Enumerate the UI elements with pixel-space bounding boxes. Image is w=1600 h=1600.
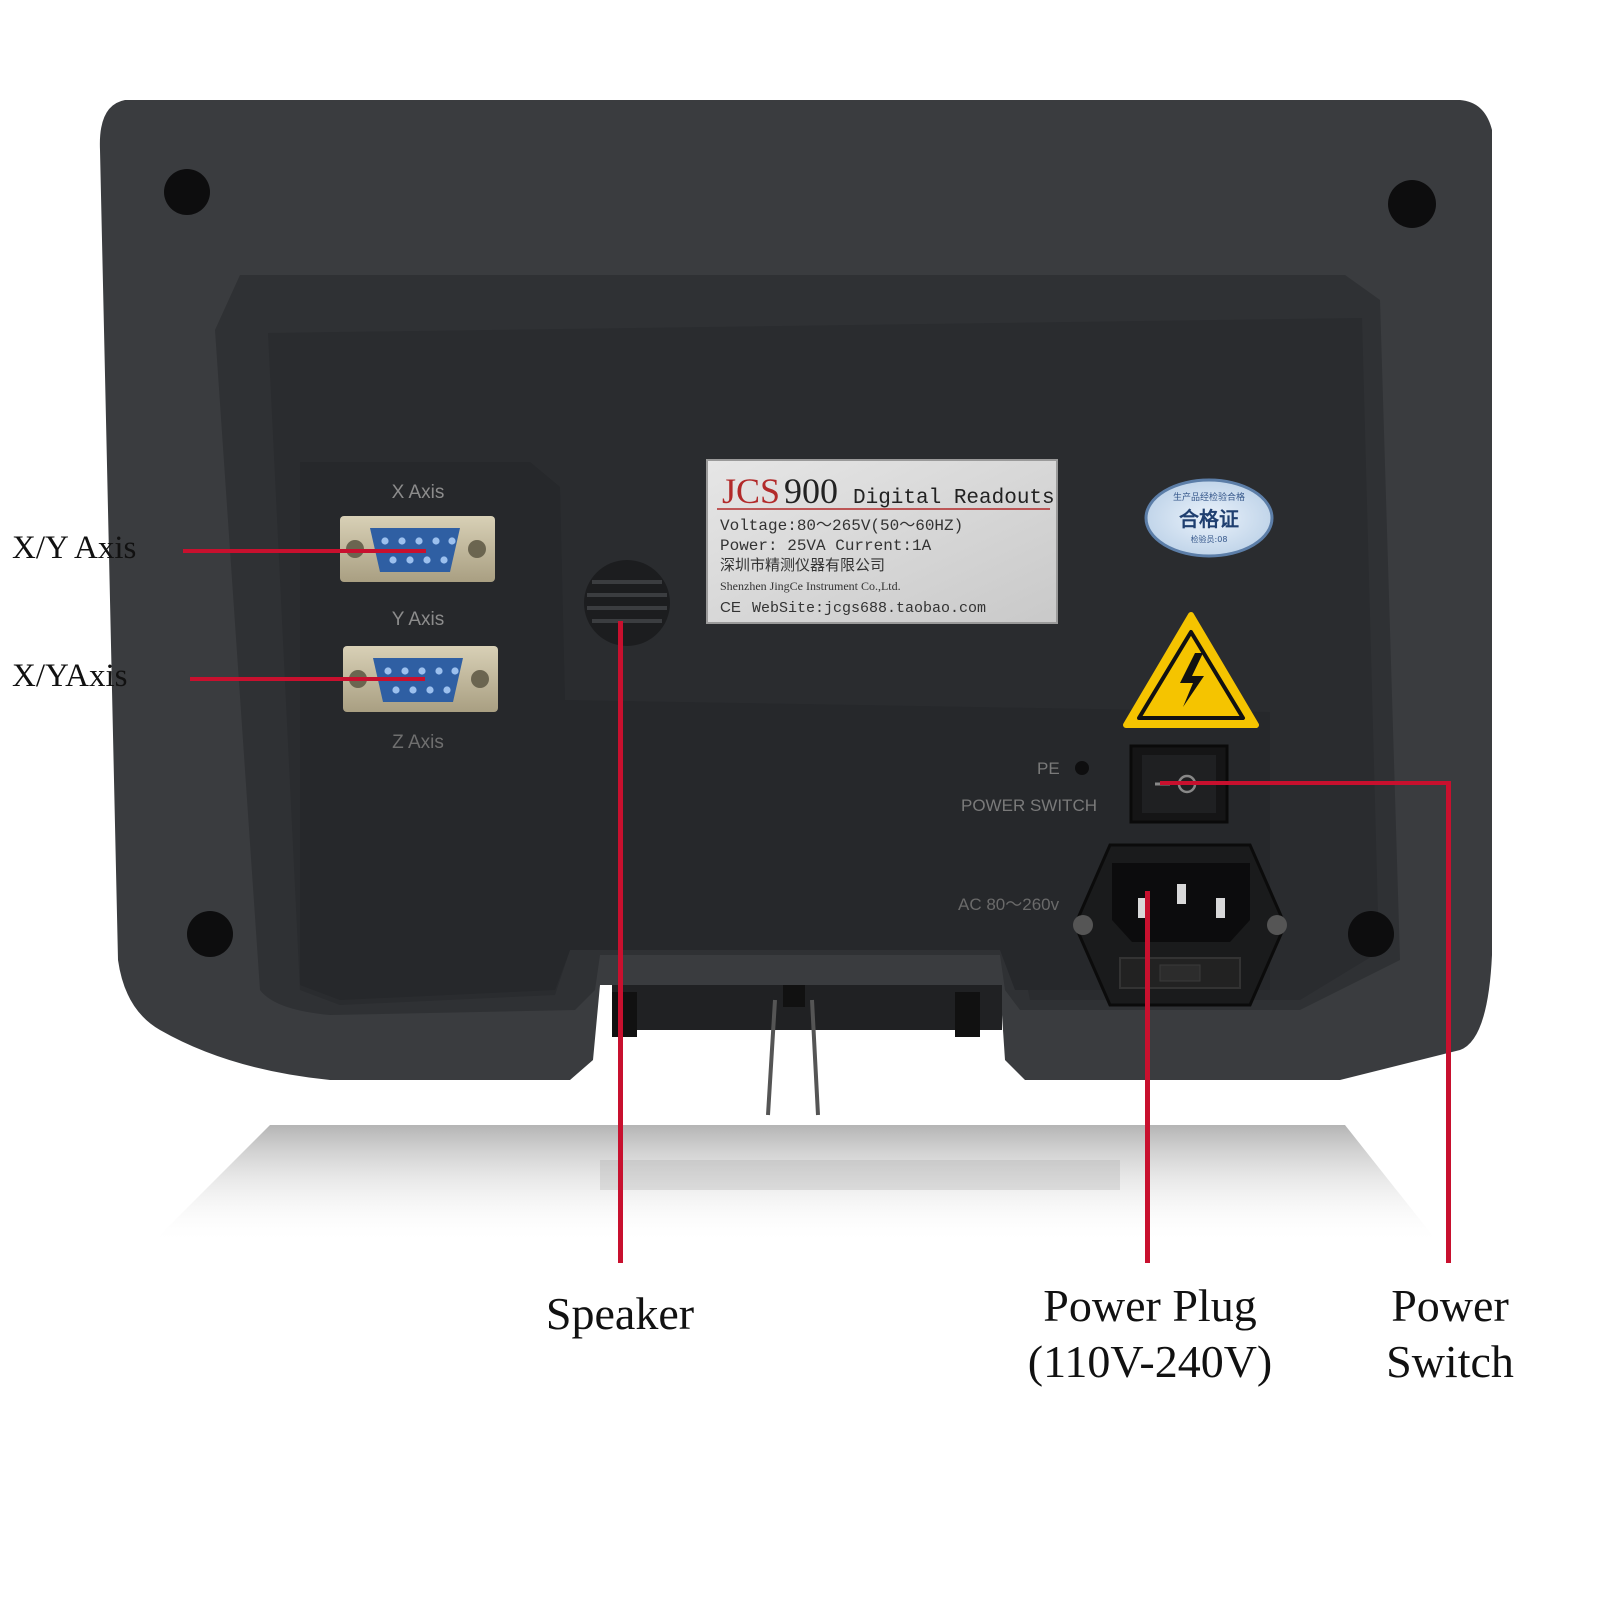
leader-power-switch-vertical xyxy=(1446,781,1451,1263)
nameplate-power: Power: 25VA Current:1A xyxy=(720,537,932,555)
nameplate-model-number: 900 xyxy=(784,471,838,511)
callout-power-plug-line2: (110V-240V) xyxy=(1027,1336,1273,1387)
nameplate-model-prefix: JCS xyxy=(722,471,780,511)
port-recess xyxy=(300,462,1270,1000)
speaker-grille xyxy=(584,560,670,646)
callout-power-switch-line2: Switch xyxy=(1386,1336,1514,1387)
nameplate-company-cn: 深圳市精测仪器有限公司 xyxy=(720,556,885,574)
mount-hole-top-left xyxy=(164,169,210,215)
callout-xy-axis-2: X/YAxis xyxy=(12,658,128,694)
callout-xy-axis-1: X/Y Axis xyxy=(12,530,137,566)
power-plug-socket xyxy=(1073,843,1287,1007)
nameplate-company-en: Shenzhen JingCe Instrument Co.,Ltd. xyxy=(720,579,901,593)
inspection-seal: 生产品经检验合格 合格证 检验员:08 xyxy=(1144,478,1274,558)
mount-hole-bottom-right xyxy=(1348,911,1394,957)
x-axis-port-label: X Axis xyxy=(392,482,445,503)
ce-mark: CE xyxy=(720,599,741,616)
callout-power-plug: Power Plug (110V-240V) xyxy=(1000,1278,1300,1390)
leader-xy-axis-1 xyxy=(183,549,426,553)
z-axis-port-label: Z Axis xyxy=(392,732,444,753)
callout-power-switch: Power Switch xyxy=(1360,1278,1540,1390)
nameplate-voltage: Voltage:80～265V(50～60HZ) xyxy=(720,517,963,535)
reflection xyxy=(150,1125,1440,1245)
high-voltage-warning-icon xyxy=(1123,612,1259,728)
leader-xy-axis-2 xyxy=(190,677,425,681)
mount-hole-top-right xyxy=(1388,180,1436,228)
callout-speaker: Speaker xyxy=(545,1288,695,1339)
nameplate: JCS 900 Digital Readouts Voltage:80～265V… xyxy=(706,459,1058,624)
ac-input-label: AC 80～260v xyxy=(958,895,1060,914)
pe-label: PE xyxy=(1037,759,1060,778)
y-axis-port-label: Y Axis xyxy=(392,609,444,630)
callout-power-switch-line1: Power xyxy=(1391,1280,1509,1331)
leader-power-plug xyxy=(1145,891,1150,1263)
seal-main-text: 合格证 xyxy=(1179,507,1239,531)
callout-power-plug-line1: Power Plug xyxy=(1043,1280,1257,1331)
seal-bottom-text: 检验员:08 xyxy=(1191,534,1228,544)
seal-top-text: 生产品经检验合格 xyxy=(1173,491,1245,503)
pe-screw xyxy=(1075,761,1089,775)
nameplate-website: WebSite:jcgs688.taobao.com xyxy=(752,600,986,617)
nameplate-product: Digital Readouts xyxy=(853,487,1055,510)
mount-hole-bottom-left xyxy=(187,911,233,957)
power-switch-label: POWER SWITCH xyxy=(961,796,1097,815)
leader-power-switch-horizontal xyxy=(1160,781,1451,785)
leader-speaker xyxy=(618,621,623,1263)
mounting-bracket xyxy=(612,985,1002,1116)
